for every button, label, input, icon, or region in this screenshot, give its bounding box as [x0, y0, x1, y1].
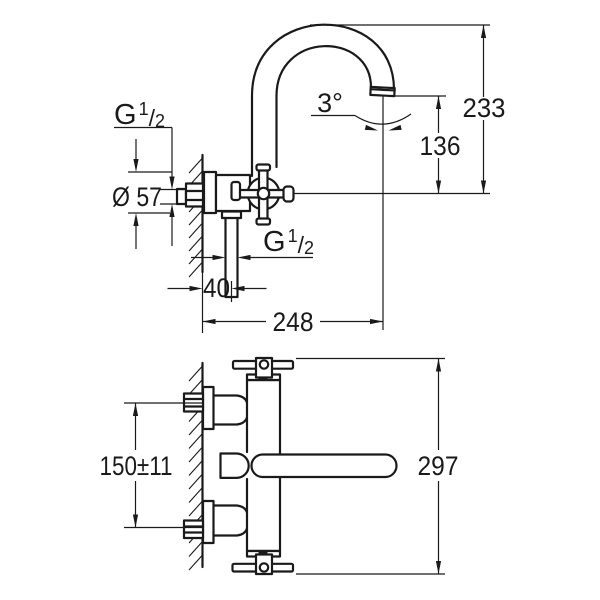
handle-center-screw: [256, 186, 271, 201]
spout-angle-label: 3°: [317, 88, 343, 118]
handle-cap-right: [282, 185, 295, 203]
side-view-dimension-arrows: [133, 25, 487, 325]
plan-spout: [219, 452, 398, 479]
union-nut-facets: [184, 189, 205, 202]
lower-handle-screw: [258, 562, 270, 573]
cross-handle: [230, 163, 295, 226]
plan-spout-tube: [250, 453, 398, 479]
wall-hatching: [188, 157, 203, 278]
handle-cap-left: [230, 180, 242, 202]
upper-union-nut-facets: [182, 397, 205, 408]
thread-stub: [175, 187, 188, 206]
handle-cap-top: [255, 163, 272, 172]
upper-handle-screw: [258, 359, 270, 370]
lower-escutcheon: [201, 499, 215, 545]
upper-inlet-connection: [182, 385, 249, 431]
union-nut: [184, 182, 205, 208]
plan-view: 150±11 297: [100, 356, 459, 576]
plan-view-dimension-lines: [124, 357, 445, 575]
outlet-flange: [220, 210, 243, 220]
handle-cap-bottom: [255, 217, 272, 226]
spout-tip: [369, 85, 396, 98]
lower-union-nut: [182, 519, 205, 540]
plan-view-dimension-arrows: [132, 358, 442, 574]
outlet-height-label: 136: [420, 131, 461, 161]
plan-view-labels: 150±11 297: [100, 451, 459, 481]
side-view: G1/2 Ø 57 3° 233 136 G1/2 40 248: [112, 23, 506, 337]
escutcheon-diameter-label: Ø 57: [112, 182, 162, 212]
overall-width-label: 297: [418, 451, 459, 481]
outlet-offset-label: 40: [203, 273, 230, 303]
inlet-fitting: [175, 182, 205, 208]
plan-lower-handle: [231, 549, 295, 576]
overall-height-label: 233: [463, 93, 506, 123]
side-view-dimension-lines: [114, 24, 490, 330]
reach-label: 248: [273, 307, 314, 337]
plan-outlet-union: [219, 452, 250, 479]
lower-pipe: [212, 504, 249, 537]
upper-escutcheon: [201, 385, 215, 431]
spout-inner-curve: [275, 45, 373, 169]
lower-union-nut-facets: [182, 525, 205, 534]
upper-pipe: [212, 394, 249, 426]
escutcheon: [202, 170, 218, 215]
plan-upper-handle: [231, 356, 295, 382]
lower-inlet-connection: [182, 499, 249, 545]
inlet-spacing-label: 150±11: [100, 451, 173, 481]
